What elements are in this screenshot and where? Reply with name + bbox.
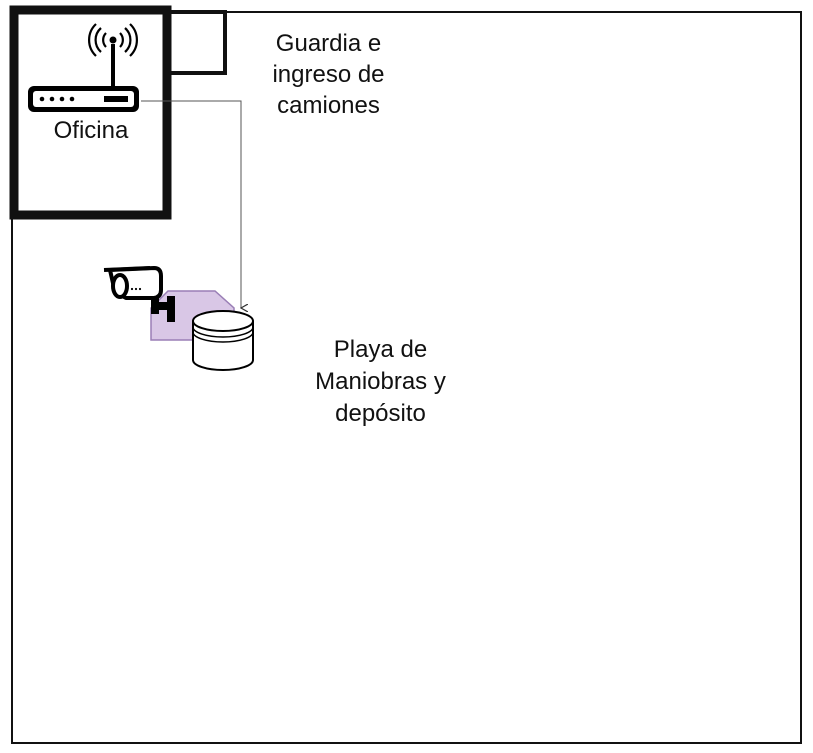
wifi-router-icon [28,23,139,112]
office-box [9,5,172,220]
guard-house-label-line-3: camiones [277,92,380,119]
database-storage-icon [192,310,254,371]
connection-line [141,100,241,308]
guard-house-label-line-1: Guardia e [275,30,382,57]
guard-house-box [163,10,227,75]
yard-label-line-2: Maniobras y [315,368,446,395]
guard-house-label-line-2: ingreso de [272,61,385,88]
guard-house-label: Guardia e ingreso de camiones [246,28,411,121]
yard-label-line-1: Playa de [333,336,428,363]
security-camera-icon [103,266,175,322]
office-label: Oficina [28,115,154,146]
office-label-text: Oficina [53,117,129,144]
yard-label: Playa de Maniobras y depósito [298,334,463,430]
site-boundary [11,11,802,744]
yard-label-line-3: depósito [335,400,426,427]
